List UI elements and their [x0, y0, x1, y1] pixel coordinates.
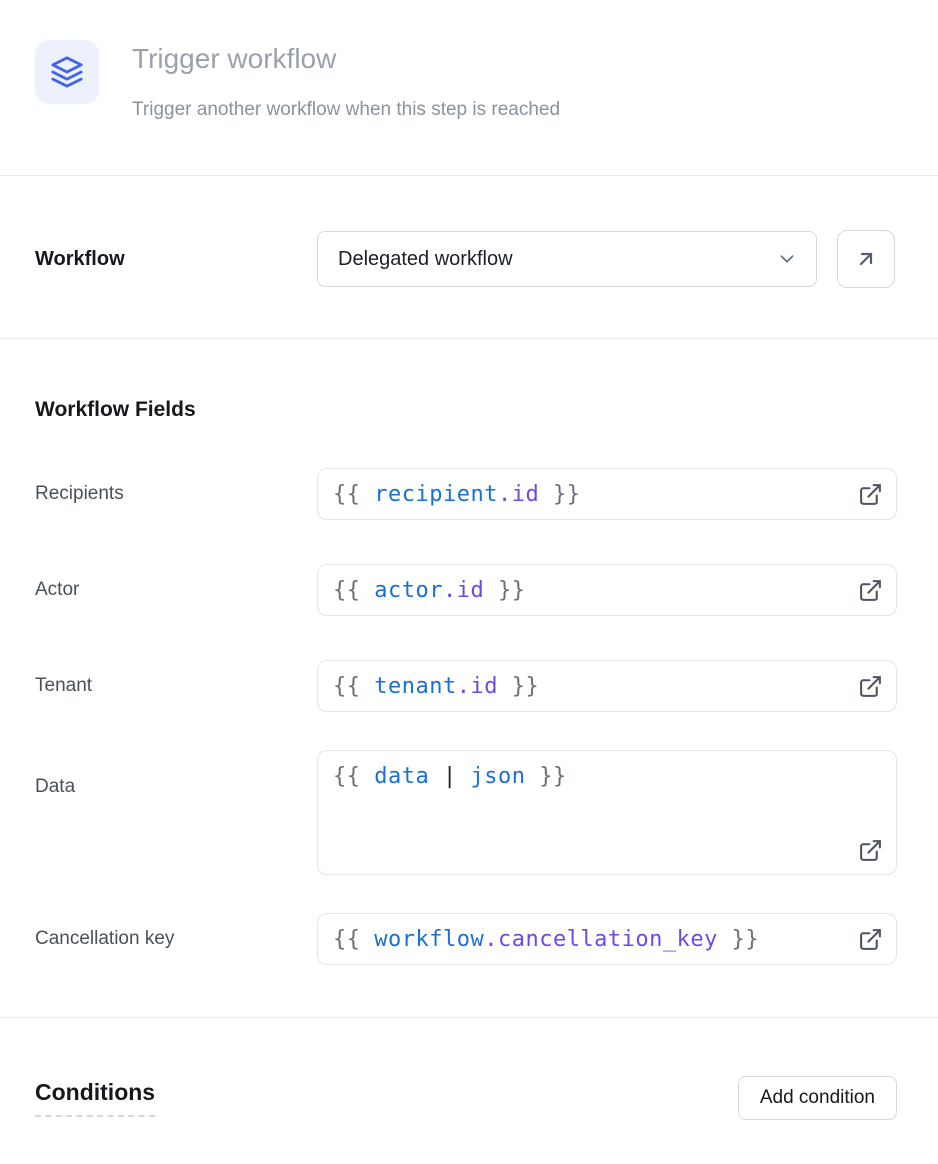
code-token-var: tenant	[374, 673, 457, 699]
open-workflow-button[interactable]	[837, 230, 895, 288]
field-template-input[interactable]: {{ tenant.id }}	[317, 660, 897, 712]
add-condition-button[interactable]: Add condition	[737, 1076, 897, 1120]
field-code: {{ tenant.id }}	[333, 661, 539, 711]
field-label: Tenant	[35, 675, 93, 696]
conditions-heading-text: Conditions	[35, 1079, 156, 1117]
code-token-var: actor	[374, 577, 443, 603]
code-token-punct: }}	[717, 926, 760, 952]
arrow-up-right-icon	[859, 252, 873, 266]
field-code: {{ actor.id }}	[333, 565, 525, 615]
field-row: Actor {{ actor.id }}	[35, 564, 897, 616]
code-token-punct: }}	[484, 577, 526, 603]
code-token-punct: {{	[333, 481, 375, 507]
field-row: Data {{ data | json }}	[35, 750, 897, 875]
code-token-punct: }}	[497, 673, 540, 699]
workflow-label: Workflow	[35, 247, 125, 270]
field-template-input[interactable]: {{ actor.id }}	[317, 564, 897, 616]
workflow-fields-section: Workflow Fields Recipients {{ recipient.…	[0, 339, 938, 1018]
workflow-select[interactable]: Delegated workflow	[317, 231, 817, 287]
chevron-down-icon	[780, 255, 794, 263]
code-token-punct: {{	[333, 577, 375, 603]
conditions-heading: Conditions	[35, 1079, 156, 1117]
conditions-section: Conditions Add condition	[0, 1018, 938, 1160]
workflow-fields-heading: Workflow Fields	[35, 398, 196, 421]
code-token-prop: .id	[497, 481, 540, 507]
field-code: {{ data | json }}	[333, 751, 567, 801]
panel-header: Trigger workflow Trigger another workflo…	[0, 0, 938, 176]
code-token-punct: }}	[539, 481, 581, 507]
field-row: Tenant {{ tenant.id }}	[35, 660, 897, 712]
code-token-var: workflow	[374, 926, 485, 952]
external-link-icon[interactable]	[857, 577, 883, 603]
external-link-icon[interactable]	[857, 926, 883, 952]
layers-icon	[51, 56, 83, 88]
code-token-prop: .id	[456, 673, 498, 699]
page-subtitle: Trigger another workflow when this step …	[132, 99, 561, 120]
field-label: Recipients	[35, 483, 124, 504]
page-title: Trigger workflow	[132, 43, 337, 74]
header-text: Trigger workflow Trigger another workflo…	[132, 40, 560, 122]
field-template-input[interactable]: {{ workflow.cancellation_key }}	[317, 913, 897, 965]
code-token-prop: .cancellation_key	[484, 926, 718, 952]
code-token-punct: {{	[333, 673, 375, 699]
field-code: {{ recipient.id }}	[333, 469, 580, 519]
code-token-punct: }}	[525, 763, 567, 789]
field-template-input[interactable]: {{ recipient.id }}	[317, 468, 897, 520]
code-token-punct: {{	[333, 926, 375, 952]
code-token-var: recipient	[374, 481, 498, 507]
external-link-icon[interactable]	[857, 481, 883, 507]
step-icon-box	[35, 40, 99, 104]
code-token-punct: {{	[333, 763, 375, 789]
code-token-var: data	[374, 763, 430, 789]
workflow-fields-list: Recipients {{ recipient.id }} Actor {{ a…	[35, 468, 897, 965]
code-token-prop: .id	[442, 577, 485, 603]
field-label: Data	[35, 776, 76, 797]
code-token-var: json	[470, 763, 526, 789]
field-row: Cancellation key {{ workflow.cancellatio…	[35, 913, 897, 965]
field-label: Cancellation key	[35, 928, 175, 949]
workflow-controls: Delegated workflow	[317, 230, 897, 288]
field-template-input[interactable]: {{ data | json }}	[317, 750, 897, 875]
field-label: Actor	[35, 579, 80, 600]
external-link-icon[interactable]	[857, 837, 883, 863]
external-link-icon[interactable]	[857, 673, 883, 699]
code-token-pipe: |	[429, 763, 471, 789]
field-row: Recipients {{ recipient.id }}	[35, 468, 897, 520]
workflow-select-value: Delegated workflow	[338, 247, 513, 270]
workflow-selector-row: Workflow Delegated workflow	[0, 176, 938, 339]
field-code: {{ workflow.cancellation_key }}	[333, 914, 759, 964]
